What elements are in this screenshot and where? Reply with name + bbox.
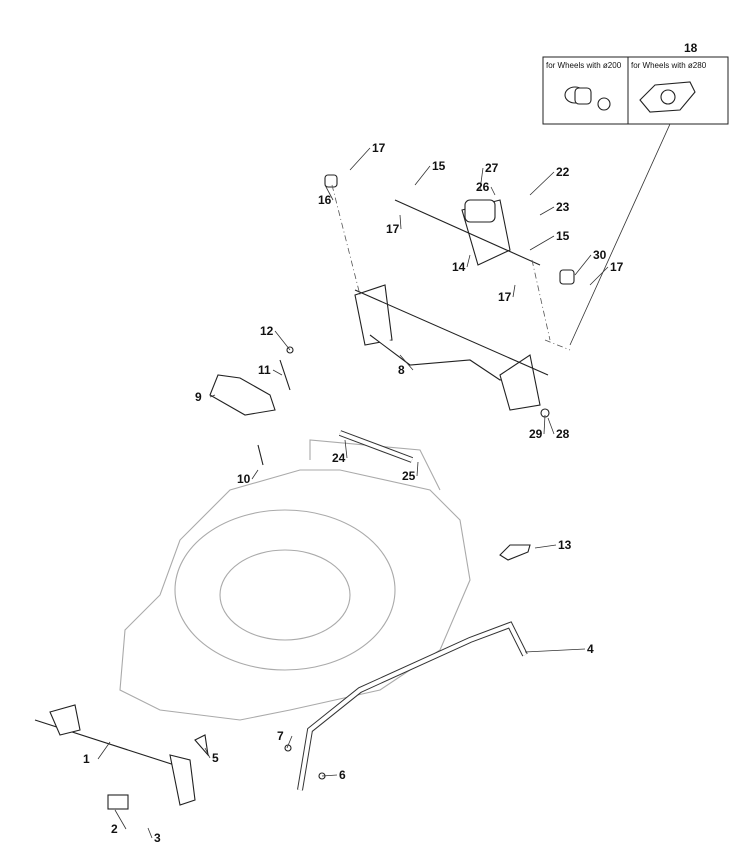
leader-line bbox=[251, 469, 259, 480]
callout-5: 5 bbox=[212, 751, 219, 765]
callout-22: 22 bbox=[556, 165, 570, 179]
leader-line bbox=[529, 171, 555, 196]
leader-line bbox=[414, 165, 431, 186]
callout-3: 3 bbox=[154, 831, 161, 845]
callout-16: 16 bbox=[318, 193, 332, 207]
callout-15: 15 bbox=[556, 229, 570, 243]
leader-line bbox=[574, 254, 592, 276]
callout-2: 2 bbox=[111, 822, 118, 836]
callout-7: 7 bbox=[277, 729, 284, 743]
callout-27: 27 bbox=[485, 161, 499, 175]
leader-line bbox=[274, 330, 291, 351]
handle-rod-part-4 bbox=[297, 621, 528, 791]
rod-part-24 bbox=[338, 430, 414, 463]
inset-left-caption: for Wheels with ø200 bbox=[546, 61, 622, 70]
inset-part-number: 18 bbox=[684, 41, 698, 55]
callout-13: 13 bbox=[558, 538, 572, 552]
callout-4: 4 bbox=[587, 642, 594, 656]
leader-line bbox=[114, 809, 127, 830]
small-wheel-hub-image bbox=[564, 86, 611, 111]
callout-15: 15 bbox=[432, 159, 446, 173]
callout-17: 17 bbox=[498, 290, 512, 304]
inset-part-18: 18 for Wheels with ø200 for Wheels with … bbox=[542, 41, 729, 346]
callout-23: 23 bbox=[556, 200, 570, 214]
leader-line bbox=[324, 184, 334, 201]
leader-line bbox=[272, 369, 283, 376]
leader-line bbox=[589, 266, 609, 286]
callout-26: 26 bbox=[476, 180, 490, 194]
callout-24: 24 bbox=[332, 451, 346, 465]
leader-line bbox=[349, 147, 371, 171]
mower-deck bbox=[119, 439, 471, 721]
inset-right-caption: for Wheels with ø280 bbox=[631, 61, 707, 70]
leader-line bbox=[399, 354, 414, 371]
leader-line bbox=[399, 214, 402, 230]
callout-12: 12 bbox=[260, 324, 274, 338]
callout-17: 17 bbox=[372, 141, 386, 155]
large-wheel-hub-image bbox=[639, 81, 696, 113]
callout-11: 11 bbox=[258, 363, 271, 377]
callout-1: 1 bbox=[83, 752, 90, 766]
leader-line bbox=[344, 439, 348, 459]
callout-8: 8 bbox=[398, 363, 405, 377]
front-axle-part-1 bbox=[34, 704, 196, 806]
leader-line bbox=[547, 417, 555, 435]
callout-10: 10 bbox=[237, 472, 251, 486]
rear-axle-part-8 bbox=[354, 284, 549, 411]
callout-6: 6 bbox=[339, 768, 346, 782]
leader-line bbox=[512, 284, 516, 298]
callout-30: 30 bbox=[593, 248, 607, 262]
leader-line bbox=[524, 648, 586, 653]
dash-lines bbox=[331, 184, 571, 351]
leader-line bbox=[534, 544, 557, 549]
callout-29: 29 bbox=[529, 427, 543, 441]
leader-line bbox=[490, 186, 496, 196]
bracket-part-13 bbox=[499, 544, 531, 561]
leader-line bbox=[97, 741, 111, 760]
leader-line bbox=[543, 414, 546, 435]
leader-line bbox=[479, 167, 484, 191]
leader-line bbox=[147, 827, 153, 839]
callout-17: 17 bbox=[386, 222, 400, 236]
leader-line bbox=[416, 461, 419, 477]
leader-line bbox=[204, 747, 211, 759]
height-lever-part-9 bbox=[209, 374, 276, 416]
leader-line bbox=[321, 774, 338, 777]
callout-28: 28 bbox=[556, 427, 570, 441]
leader-line bbox=[209, 394, 216, 398]
callout-9: 9 bbox=[195, 390, 202, 404]
gearbox-part-14 bbox=[394, 199, 541, 266]
callout-25: 25 bbox=[402, 469, 416, 483]
callout-17: 17 bbox=[610, 260, 624, 274]
leader-line bbox=[539, 206, 555, 216]
leader-line bbox=[466, 254, 471, 268]
small-parts bbox=[107, 174, 575, 810]
callout-14: 14 bbox=[452, 260, 466, 274]
leader-line bbox=[286, 735, 293, 749]
leader-line bbox=[529, 235, 555, 251]
